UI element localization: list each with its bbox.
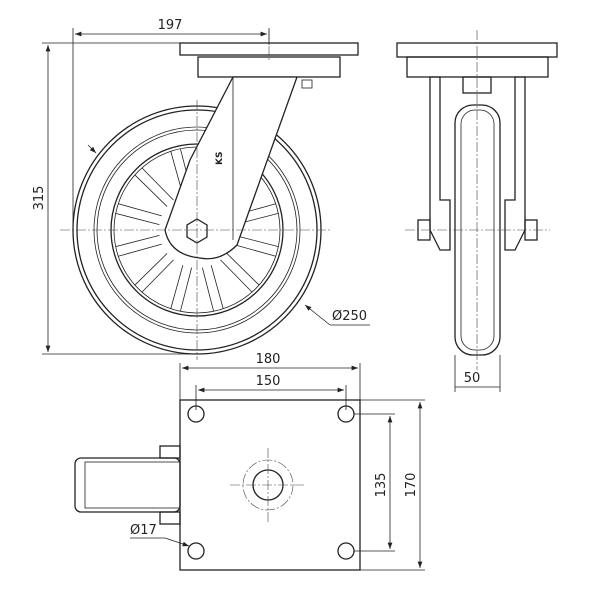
dim-hole-spacing-x: 150	[256, 374, 281, 389]
dim-plate-length: 170	[404, 473, 419, 498]
svg-text:KS: KS	[215, 152, 225, 165]
front-view	[396, 30, 558, 370]
wheel-spoke	[115, 212, 160, 226]
wheel-spoke	[118, 243, 162, 257]
wheel-side	[74, 457, 181, 513]
top-plate-view	[74, 399, 361, 571]
dim-offset: 197	[158, 18, 183, 33]
dim-height: 315	[32, 186, 47, 211]
grease-nipple	[301, 79, 313, 89]
swivel-fork	[164, 76, 298, 260]
wheel-spoke	[141, 259, 174, 293]
wheel-spoke	[179, 267, 193, 312]
bolt-hole	[187, 542, 205, 560]
wheel-spoke	[118, 203, 162, 217]
wheel-spoke	[210, 265, 224, 309]
wheel-spoke	[170, 265, 184, 309]
side-view: KS	[60, 30, 359, 360]
wheel-spoke	[115, 234, 160, 248]
wheel-spoke	[232, 243, 276, 257]
bolt-hole	[337, 542, 355, 560]
wheel-spoke	[220, 259, 253, 293]
dim-hole-spacing-y: 135	[374, 473, 389, 498]
wheel-spoke	[134, 174, 168, 207]
wheel-spoke	[134, 253, 168, 286]
dim-wheel-diameter: Ø250	[332, 309, 367, 324]
dim-hole-diameter: Ø17	[130, 523, 157, 538]
axle-nut-icon	[186, 218, 208, 244]
wheel-spoke	[234, 234, 279, 248]
wheel-spoke	[141, 167, 174, 201]
wheel-spoke	[201, 267, 215, 312]
dim-wheel-width: 50	[464, 371, 481, 386]
logo: KS	[215, 152, 225, 165]
mounting-plate	[179, 399, 361, 571]
dim-plate-width: 180	[256, 352, 281, 367]
wheel-spoke	[226, 253, 260, 286]
